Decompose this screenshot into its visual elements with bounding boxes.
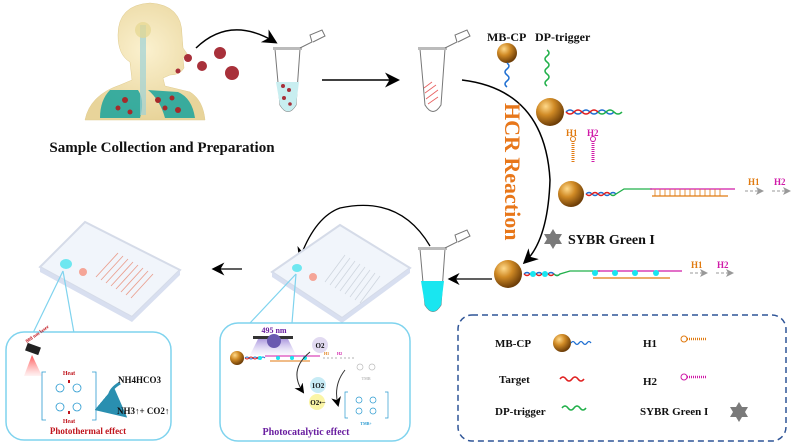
sybr-green-star xyxy=(544,229,562,249)
sample-collection-title: Sample Collection and Preparation xyxy=(49,140,275,156)
chain-h1-label: H1 xyxy=(748,177,760,187)
pc-h2-label: H2 xyxy=(337,351,342,356)
photocatalytic-caption: Photocatalytic effect xyxy=(263,427,351,438)
photothermal-box xyxy=(5,331,172,441)
singlet-oxygen-label: 1O2 xyxy=(312,382,325,390)
reactant-label: NH4HCO3 xyxy=(118,375,162,385)
conversion-arrow xyxy=(94,381,128,418)
legend-sybr: SYBR Green I xyxy=(640,406,708,418)
microfluidic-chip-photocatalytic xyxy=(270,223,412,323)
sample-tube-3 xyxy=(418,229,471,312)
wavelength-label: 495 nm xyxy=(261,326,286,335)
legend-symbols xyxy=(553,334,748,422)
legend-box xyxy=(457,314,787,442)
h1-hairpin xyxy=(570,136,576,162)
tmb-structure xyxy=(356,363,376,371)
legend-mbcp: MB-CP xyxy=(495,338,531,350)
hcr-arrow xyxy=(461,79,551,265)
arrow-to-chip xyxy=(297,204,431,261)
virus-particles xyxy=(175,47,239,80)
tmb-label: TMB xyxy=(361,376,370,381)
sybr-label: SYBR Green I xyxy=(568,233,655,248)
photosensitizer-sphere xyxy=(267,334,281,348)
sybr-labeled-complex xyxy=(494,260,734,288)
products-label: NH3↑+ CO2↑ xyxy=(117,406,169,416)
legend-h2: H2 xyxy=(643,376,658,388)
photothermal-caption: Photothermal effect xyxy=(50,426,126,436)
legend-dptrigger: DP-trigger xyxy=(495,406,546,418)
human-respiratory-figure xyxy=(84,2,206,121)
legend-h1: H1 xyxy=(643,338,657,350)
tmb-ox-label: TMB+ xyxy=(360,421,372,426)
h2-hairpin xyxy=(590,136,596,162)
microfluidic-chip-photothermal xyxy=(38,220,182,322)
mbcp-label: MB-CP xyxy=(487,30,526,44)
sample-tube-1 xyxy=(273,29,326,112)
laser-device-icon xyxy=(24,342,42,376)
h1-label: H1 xyxy=(566,128,578,138)
mbcp-probe xyxy=(497,43,517,88)
tmb-ox-structure xyxy=(344,391,389,419)
heat-top-label: Heat xyxy=(63,371,75,377)
pc-h1-label: H1 xyxy=(324,351,329,356)
heat-bottom-label: Heat xyxy=(63,419,75,425)
sybr-chain-h2-label: H2 xyxy=(717,260,729,270)
bead-duplex-complex xyxy=(536,98,623,126)
superoxide-label: O2•− xyxy=(310,399,325,407)
h2-label: H2 xyxy=(587,128,599,138)
arrow-to-tube-1 xyxy=(195,29,278,49)
legend-target: Target xyxy=(499,374,530,386)
hcr-reaction-label: HCR Reaction xyxy=(500,103,525,240)
callout-lines xyxy=(32,270,297,334)
hcr-product-complex xyxy=(558,181,791,207)
dptrigger-strand xyxy=(544,49,550,87)
dptrigger-label: DP-trigger xyxy=(535,30,591,44)
sybr-chain-h1-label: H1 xyxy=(691,260,703,270)
o2-label: O2 xyxy=(316,342,325,350)
chain-h2-label: H2 xyxy=(774,177,786,187)
sample-tube-2 xyxy=(418,29,471,112)
photocatalytic-complex xyxy=(230,351,354,365)
